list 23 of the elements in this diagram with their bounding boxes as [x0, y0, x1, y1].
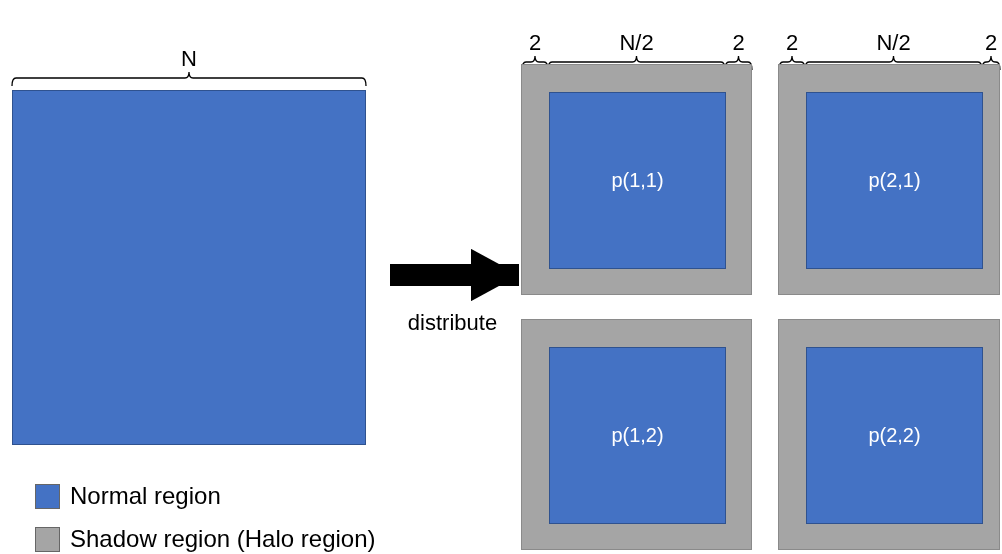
- dimension-label: N/2: [619, 30, 654, 56]
- dimension-label: 2: [528, 30, 542, 56]
- dimension-label: N: [181, 46, 197, 72]
- halo-box: [521, 319, 752, 550]
- domain-square: [12, 90, 366, 445]
- dimension-label: 2: [785, 30, 799, 56]
- legend-label: Shadow region (Halo region): [70, 525, 376, 553]
- process-box: [806, 92, 983, 269]
- node-label: p(1,1): [611, 169, 664, 192]
- halo-box: [778, 319, 1000, 550]
- block-arrow: [390, 248, 519, 302]
- process-box: [549, 347, 726, 524]
- legend-label: Normal region: [70, 482, 221, 510]
- dimension-label: 2: [732, 30, 745, 56]
- node-label: p(2,1): [868, 169, 921, 192]
- process-box: [549, 92, 726, 269]
- node-label: p(2,2): [868, 424, 921, 447]
- dimension-label: 2: [984, 30, 998, 56]
- dimension-label: N/2: [876, 30, 911, 56]
- halo-box: [778, 64, 1000, 295]
- halo-box: [521, 64, 752, 295]
- node-label: p(1,2): [611, 424, 664, 447]
- process-box: [806, 347, 983, 524]
